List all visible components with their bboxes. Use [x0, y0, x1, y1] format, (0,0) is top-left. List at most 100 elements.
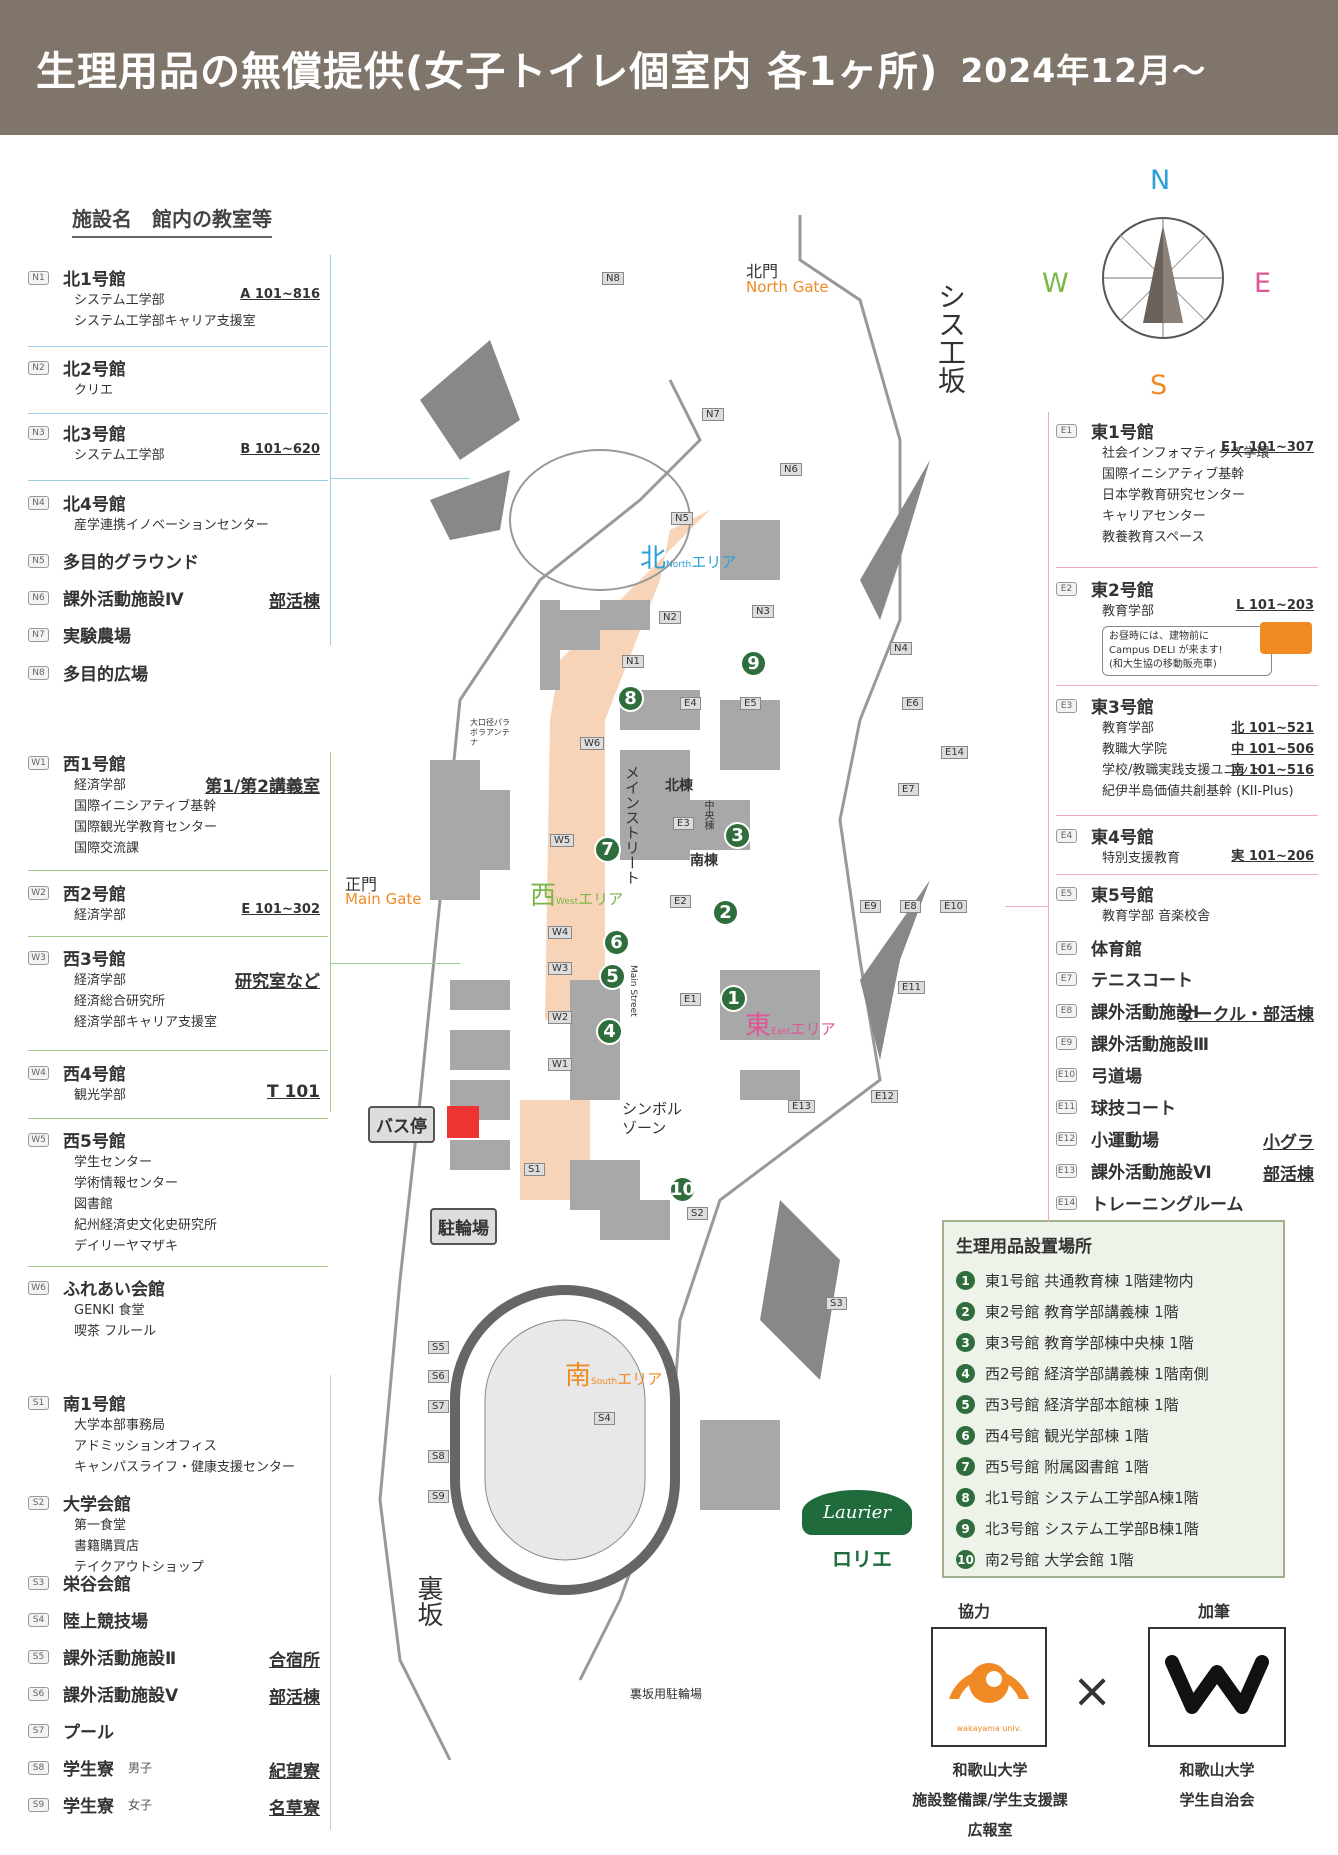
facility-name: 課外活動施設Ⅲ [1091, 1035, 1210, 1055]
facility-sub-item: テイクアウトショップ [74, 1560, 204, 1575]
map-building-tag-s3: S3 [826, 1297, 847, 1310]
legend-number-badge: 7 [956, 1457, 975, 1476]
legend-number-badge: 4 [956, 1364, 975, 1383]
facility-name: 小運動場 [1091, 1131, 1159, 1151]
facility-name: 課外活動施設Ⅰ [1091, 1003, 1200, 1023]
facility-header-row: E3 東3号館 [1056, 693, 1314, 718]
map-building-tag-w2: W2 [548, 1011, 573, 1024]
facility-name: 東2号館 [1091, 581, 1154, 601]
facility-name: 東1号館 [1091, 423, 1154, 443]
facility-code-badge: W4 [28, 1065, 49, 1080]
legend-item-text: 西2号館 経済学部講義棟 1階南側 [985, 1365, 1209, 1383]
map-building-tag-e1: E1 [680, 993, 701, 1006]
map-building-tag-e2: E2 [670, 895, 691, 908]
facility-code-badge: W3 [28, 950, 49, 965]
north-area-en: North [666, 560, 692, 570]
facility-code-badge: N7 [28, 627, 49, 642]
facility-name: 南1号館 [63, 1395, 126, 1415]
symbol-zone-label: シンボルゾーン [622, 1100, 683, 1137]
facility-name: 東3号館 [1091, 698, 1154, 718]
supply-location-pin-6[interactable]: 6 [603, 929, 630, 956]
facility-code-badge: E9 [1056, 1035, 1077, 1050]
facility-code-badge: E11 [1056, 1099, 1077, 1114]
facility-name: 多目的広場 [63, 665, 148, 685]
map-building-tag-w1: W1 [548, 1058, 573, 1071]
legend-number-badge: 8 [956, 1488, 975, 1507]
supply-location-pin-9[interactable]: 9 [740, 650, 767, 677]
facility-code-badge: E3 [1056, 698, 1077, 713]
facility-name: 西5号館 [63, 1132, 126, 1152]
supply-location-pin-4[interactable]: 4 [596, 1018, 623, 1045]
facility-sub-item: 教職大学院 [1102, 742, 1168, 757]
facility-name: 大学会館 [63, 1495, 131, 1515]
facility-code-badge: S4 [28, 1612, 49, 1627]
facility-sub-item: 学術情報センター [74, 1176, 179, 1191]
east-connector [1005, 906, 1048, 907]
legend-number-badge: 10 [956, 1550, 975, 1569]
facility-rooms: 小グラ [1263, 1133, 1314, 1153]
wakayama-univ-logo-text: wakayama univ. [956, 1724, 1022, 1733]
map-building-tag-w6: W6 [580, 737, 605, 750]
facility-code-badge: E12 [1056, 1131, 1077, 1146]
facility-name: 多目的グラウンド [63, 553, 199, 573]
facility-rooms: B 101~620 [240, 442, 320, 457]
supply-location-pin-7[interactable]: 7 [594, 836, 621, 863]
west-connector [330, 963, 460, 964]
facility-sub-item: 紀伊半島価値共創基幹 (KII-Plus) [1102, 784, 1294, 799]
legend-title: 生理用品設置場所 [956, 1237, 1092, 1257]
legend-item-text: 東1号館 共通教育棟 1階建物内 [985, 1272, 1194, 1290]
facility-code-badge: E1 [1056, 423, 1077, 438]
list-separator [1056, 815, 1318, 816]
legend-item-text: 南2号館 大学会館 1階 [985, 1551, 1134, 1569]
facility-sub-item: クリエ [74, 383, 114, 398]
supply-location-pin-5[interactable]: 5 [599, 963, 626, 990]
legend-item-text: 西4号館 観光学部棟 1階 [985, 1427, 1149, 1445]
supply-location-pin-2[interactable]: 2 [712, 899, 739, 926]
supply-location-pin-3[interactable]: 3 [724, 822, 751, 849]
org2-line2: 学生自治会 [1179, 1791, 1255, 1809]
facility-sub-item: 特別支援教育 [1102, 851, 1181, 866]
facility-sub-item: キャリアセンター [1102, 509, 1206, 524]
facility-name: 課外活動施設Ⅱ [63, 1649, 177, 1669]
supply-location-pin-8[interactable]: 8 [617, 685, 644, 712]
facility-name: 学生寮 [63, 1797, 114, 1817]
facility-sub-item: 大学本部事務局 [74, 1418, 166, 1433]
facility-rooms: 研究室など [235, 972, 320, 992]
facility-name: プール [63, 1723, 114, 1743]
facility-name: 実験農場 [63, 627, 131, 647]
bike-parking-label: 駐輪場 [430, 1208, 497, 1245]
map-building-tag-e12: E12 [871, 1090, 899, 1103]
facility-name: 東5号館 [1091, 886, 1154, 906]
addition-label: 加筆 [1198, 1602, 1231, 1621]
supply-location-pin-10[interactable]: 10 [669, 1176, 696, 1203]
legend-number-badge: 2 [956, 1302, 975, 1321]
org1-line2: 施設整備課/学生支援課 [912, 1791, 1068, 1809]
facility-sub-item: 教育学部 [1102, 721, 1155, 736]
supply-location-pin-1[interactable]: 1 [720, 985, 747, 1012]
